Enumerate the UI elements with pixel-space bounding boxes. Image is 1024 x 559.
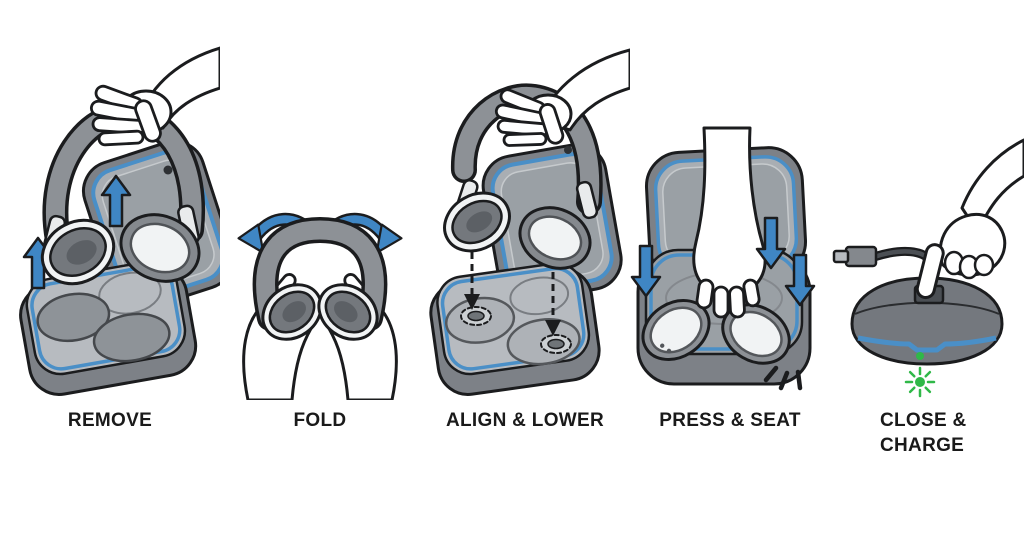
usb-connector xyxy=(844,245,878,268)
fold-illustration xyxy=(237,212,403,400)
step-label-press-seat: PRESS & SEAT xyxy=(659,410,801,431)
down-arrow-icon xyxy=(630,244,662,298)
step-label-align-lower: ALIGN & LOWER xyxy=(446,410,604,431)
left-earcup xyxy=(261,283,323,341)
seated-right-earcup xyxy=(721,303,791,365)
up-arrow-icon xyxy=(100,174,132,228)
dashed-down-arrow-icon xyxy=(464,252,480,310)
step-panel-remove: REMOVE xyxy=(0,0,220,480)
step-label-remove: REMOVE xyxy=(67,410,153,431)
headphones-folding xyxy=(252,217,388,341)
case-accent-stripe xyxy=(857,335,997,353)
step-panel-press-seat: PRESS & SEAT xyxy=(630,0,830,480)
alignment-target xyxy=(460,306,492,326)
seated-left-earcup xyxy=(641,299,711,361)
case-base xyxy=(429,262,601,396)
right-earcup xyxy=(518,206,592,270)
left-earcup xyxy=(443,191,511,253)
index-finger xyxy=(915,243,945,300)
pressing-hand xyxy=(692,126,767,319)
brand-logo xyxy=(564,146,572,154)
headphones xyxy=(443,83,603,270)
hand xyxy=(89,46,220,147)
blinking-led-icon xyxy=(904,366,936,398)
close-charge-illustration xyxy=(832,138,1024,398)
brand-logo xyxy=(163,165,173,175)
click-marks-icon xyxy=(763,365,803,391)
remove-illustration xyxy=(19,46,220,396)
step-panel-close-charge: CLOSE & CHARGE xyxy=(830,0,1024,480)
usb-plug-tip xyxy=(832,249,850,264)
left-earcup xyxy=(40,218,116,286)
align-lower-illustration xyxy=(429,48,630,396)
alignment-target xyxy=(540,334,572,354)
step-panel-fold: FOLD xyxy=(220,0,420,480)
down-arrow-icon xyxy=(755,216,787,270)
closed-case xyxy=(850,276,1004,366)
case-base xyxy=(19,260,198,396)
dashed-down-arrow-icon xyxy=(545,272,561,336)
headphones xyxy=(40,101,206,286)
step-label-fold: FOLD xyxy=(293,410,347,431)
hand xyxy=(494,48,630,147)
step-panel-align-lower: ALIGN & LOWER xyxy=(420,0,630,480)
right-earcup xyxy=(317,283,379,341)
step-label-close-charge: CLOSE & CHARGE xyxy=(880,410,967,457)
right-earcup xyxy=(119,213,201,283)
press-seat-illustration xyxy=(630,126,816,391)
charging-led xyxy=(916,352,924,360)
down-arrow-icon xyxy=(784,253,816,307)
hand xyxy=(915,138,1024,300)
